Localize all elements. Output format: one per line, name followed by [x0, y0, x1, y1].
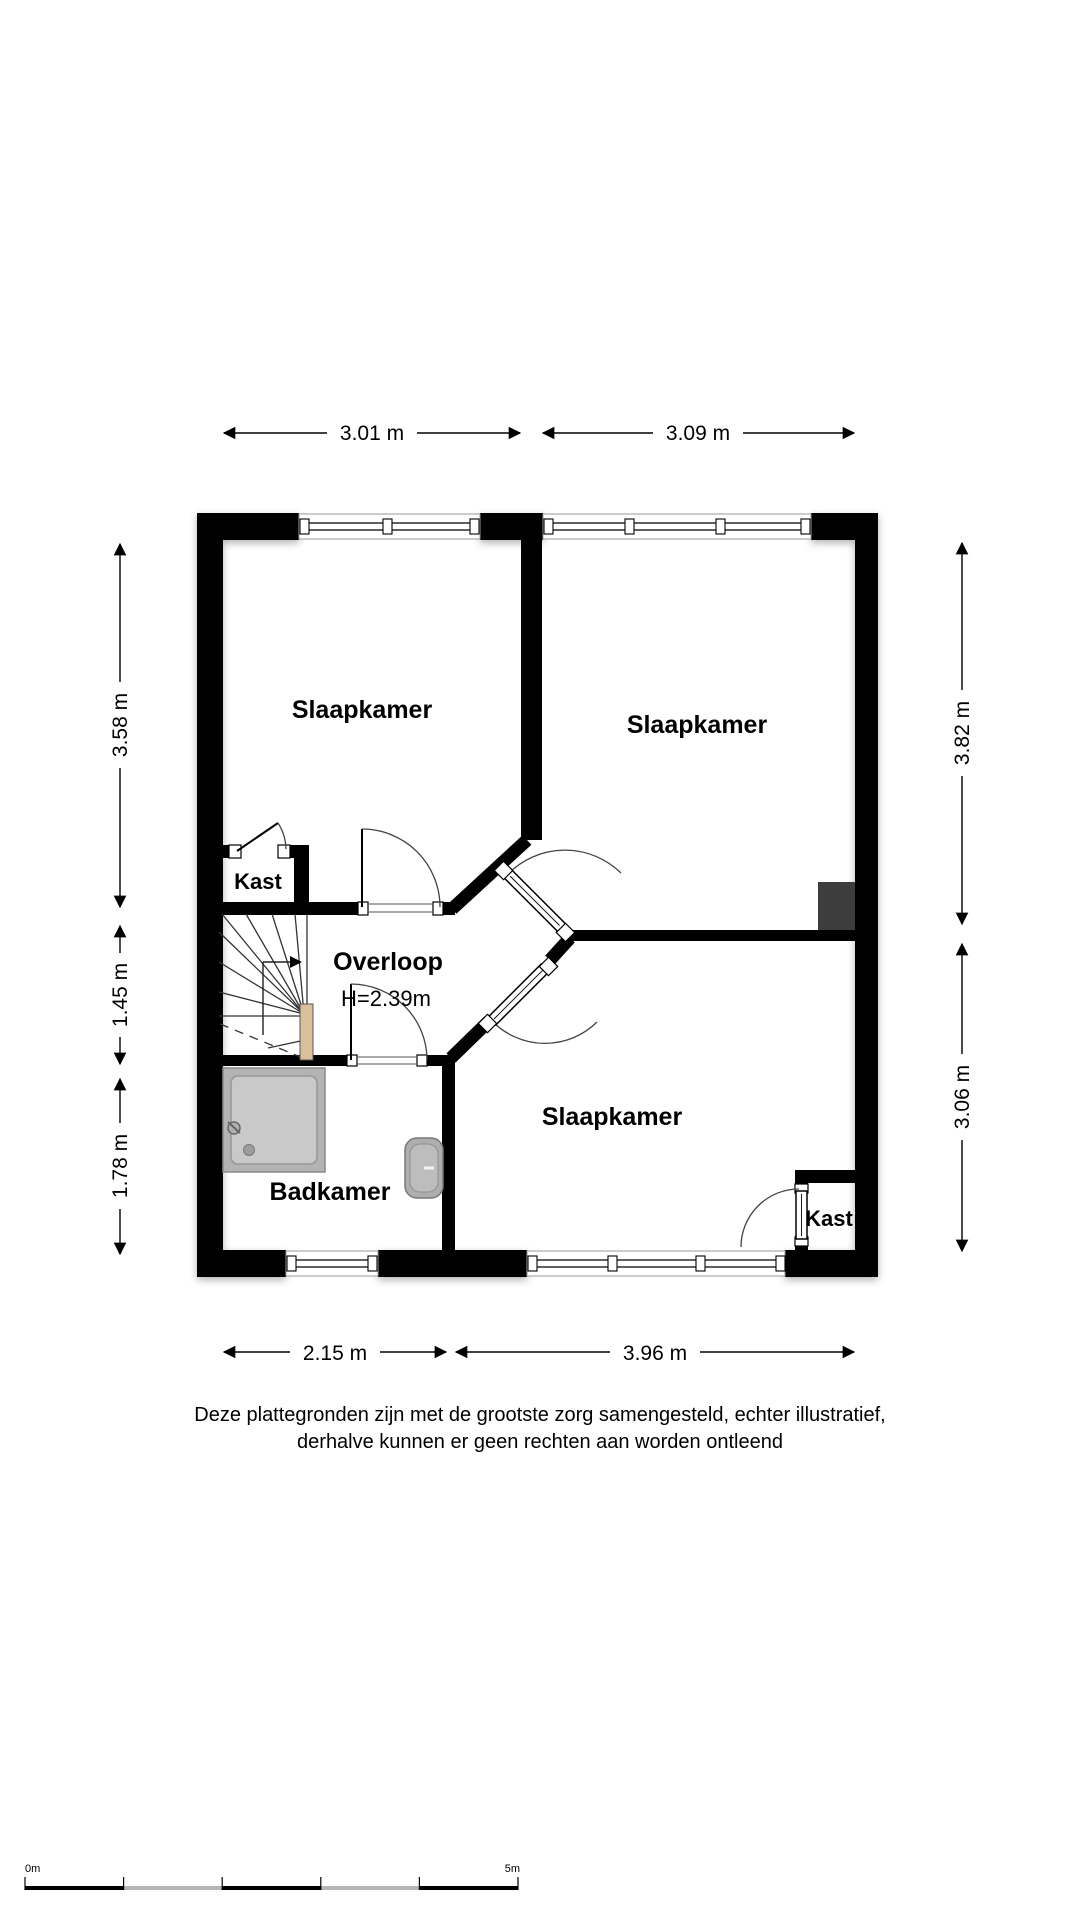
landing-height-note: H=2.39m: [341, 986, 431, 1011]
door-bathroom: [346, 983, 428, 1067]
dimension-top: 3.01 m 3.09 m: [222, 422, 856, 445]
room-label-closet-right: Kast: [805, 1206, 853, 1231]
chimney-icon: [818, 882, 855, 930]
stairs-direction-arrow: [262, 956, 302, 1035]
window-bedroom-bottom-icon: [526, 1250, 786, 1277]
scale-bar: 0m 5m: [24, 1863, 520, 1890]
dimension-right: 3.82 m 3.06 m: [951, 541, 974, 1253]
sink-icon: [404, 1137, 444, 1199]
dim-right-1-label: 3.82 m: [951, 701, 974, 765]
window-bedroom-top-right-icon: [542, 513, 812, 540]
dim-left-2-label: 1.45 m: [109, 963, 132, 1027]
dim-top-right-label: 3.09 m: [666, 422, 730, 445]
stairs-icon: [218, 913, 314, 1061]
dim-bottom-right-label: 3.96 m: [623, 1342, 687, 1365]
interior-walls: [223, 540, 855, 1250]
scale-end-label: 5m: [505, 1863, 520, 1875]
door-closet-left: [228, 822, 291, 859]
dimension-bottom: 2.15 m 3.96 m: [222, 1342, 856, 1365]
door-bedroom-bottom: [477, 956, 598, 1044]
room-label-bathroom: Badkamer: [270, 1178, 391, 1206]
door-closet-right: [740, 1183, 809, 1248]
exterior-walls: [197, 513, 878, 1277]
window-bathroom-icon: [285, 1250, 379, 1277]
room-label-closet-left: Kast: [234, 869, 282, 894]
room-label-bedroom-bottom: Slaapkamer: [542, 1103, 683, 1131]
windows: [285, 513, 812, 1277]
doors: [228, 822, 809, 1248]
dim-right-2-label: 3.06 m: [951, 1065, 974, 1129]
shower-icon: [222, 1067, 326, 1173]
dim-bottom-left-label: 2.15 m: [303, 1342, 367, 1365]
door-bedroom-top-left: [357, 828, 444, 916]
room-label-landing: Overloop: [333, 948, 443, 976]
scale-start-label: 0m: [25, 1863, 40, 1875]
room-label-bedroom-top-left: Slaapkamer: [292, 696, 433, 724]
dim-left-1-label: 3.58 m: [109, 693, 132, 757]
door-bedroom-top-right: [493, 849, 622, 943]
window-bedroom-top-left-icon: [298, 513, 481, 540]
dim-left-3-label: 1.78 m: [109, 1134, 132, 1198]
dimension-left: 3.58 m 1.45 m 1.78 m: [109, 542, 132, 1256]
disclaimer-line-2: derhalve kunnen er geen rechten aan word…: [297, 1431, 783, 1453]
disclaimer-line-1: Deze plattegronden zijn met de grootste …: [194, 1404, 885, 1426]
room-label-bedroom-top-right: Slaapkamer: [627, 711, 768, 739]
dim-top-left-label: 3.01 m: [340, 422, 404, 445]
